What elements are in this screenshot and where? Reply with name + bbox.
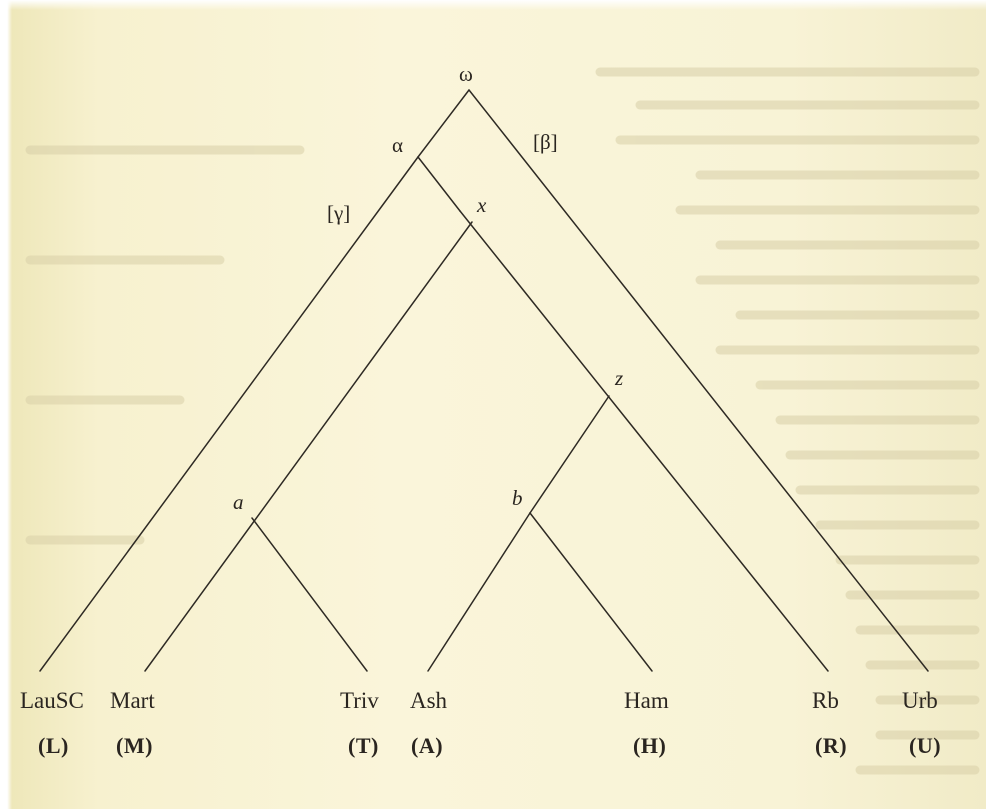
leaf-abbr-a: (A): [411, 733, 444, 758]
leaf-abbr-t: (T): [348, 733, 379, 758]
node-label-a: a: [233, 490, 244, 514]
node-label-b: b: [512, 486, 523, 510]
leaf-abbr-r: (R): [815, 733, 848, 758]
node-label-z: z: [615, 366, 624, 390]
edge-omega-urb: [468, 89, 929, 672]
node-label-alpha: α: [392, 133, 404, 157]
edge-alpha-rb: [459, 210, 829, 672]
leaf-abbr-h: (H): [633, 733, 667, 758]
node-label-omega: ω: [459, 62, 473, 86]
leaf-name-urb: Urb: [902, 688, 938, 713]
edge-alpha-lausc: [39, 156, 419, 672]
edge-b-ham: [529, 512, 653, 672]
edge-a-triv: [251, 517, 368, 672]
node-label-x: x: [477, 193, 487, 217]
leaf-name-mart: Mart: [110, 688, 155, 713]
edge-omega-alpha: [417, 89, 470, 158]
leaf-name-triv: Triv: [340, 688, 379, 713]
leaf-abbr-u: (U): [909, 733, 942, 758]
leaf-name-lausc: LauSC: [20, 688, 84, 713]
edge-x-mart: [144, 221, 473, 672]
leaf-name-rb: Rb: [812, 688, 839, 713]
leaf-abbr-m: (M): [116, 733, 153, 758]
edge-z-b: [529, 395, 610, 514]
leaf-abbr-l: (L): [38, 733, 69, 758]
leaf-name-ham: Ham: [624, 688, 669, 713]
leaf-name-ash: Ash: [410, 688, 448, 713]
edge-b-ash: [427, 512, 531, 672]
edge-alpha-x: [417, 156, 461, 212]
edge-label-gamma: [γ]: [327, 201, 351, 225]
edge-label-beta: [β]: [533, 130, 558, 154]
